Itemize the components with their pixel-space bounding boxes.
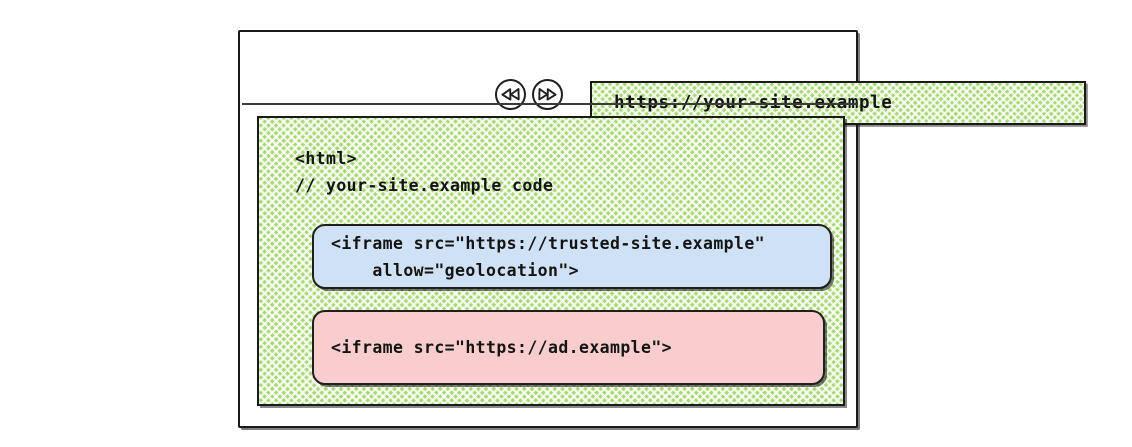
trusted-site-iframe-code: <iframe src="https://trusted-site.exampl… (331, 233, 766, 280)
forward-button[interactable] (531, 78, 564, 111)
back-button[interactable] (494, 78, 527, 111)
rewind-icon (501, 88, 520, 101)
ad-iframe-code: <iframe src="https://ad.example"> (331, 338, 673, 357)
fast-forward-icon (538, 88, 557, 101)
ad-iframe[interactable]: <iframe src="https://ad.example"> (312, 310, 825, 385)
page-source-code: <html> // your-site.example code (295, 149, 554, 195)
browser-window: https://your-site.example <html> // your… (238, 30, 1086, 428)
browser-toolbar: https://your-site.example (240, 32, 1086, 125)
trusted-site-iframe[interactable]: <iframe src="https://trusted-site.exampl… (312, 224, 832, 289)
toolbar-separator (242, 103, 858, 106)
page-content-panel: <html> // your-site.example code <iframe… (257, 116, 845, 406)
